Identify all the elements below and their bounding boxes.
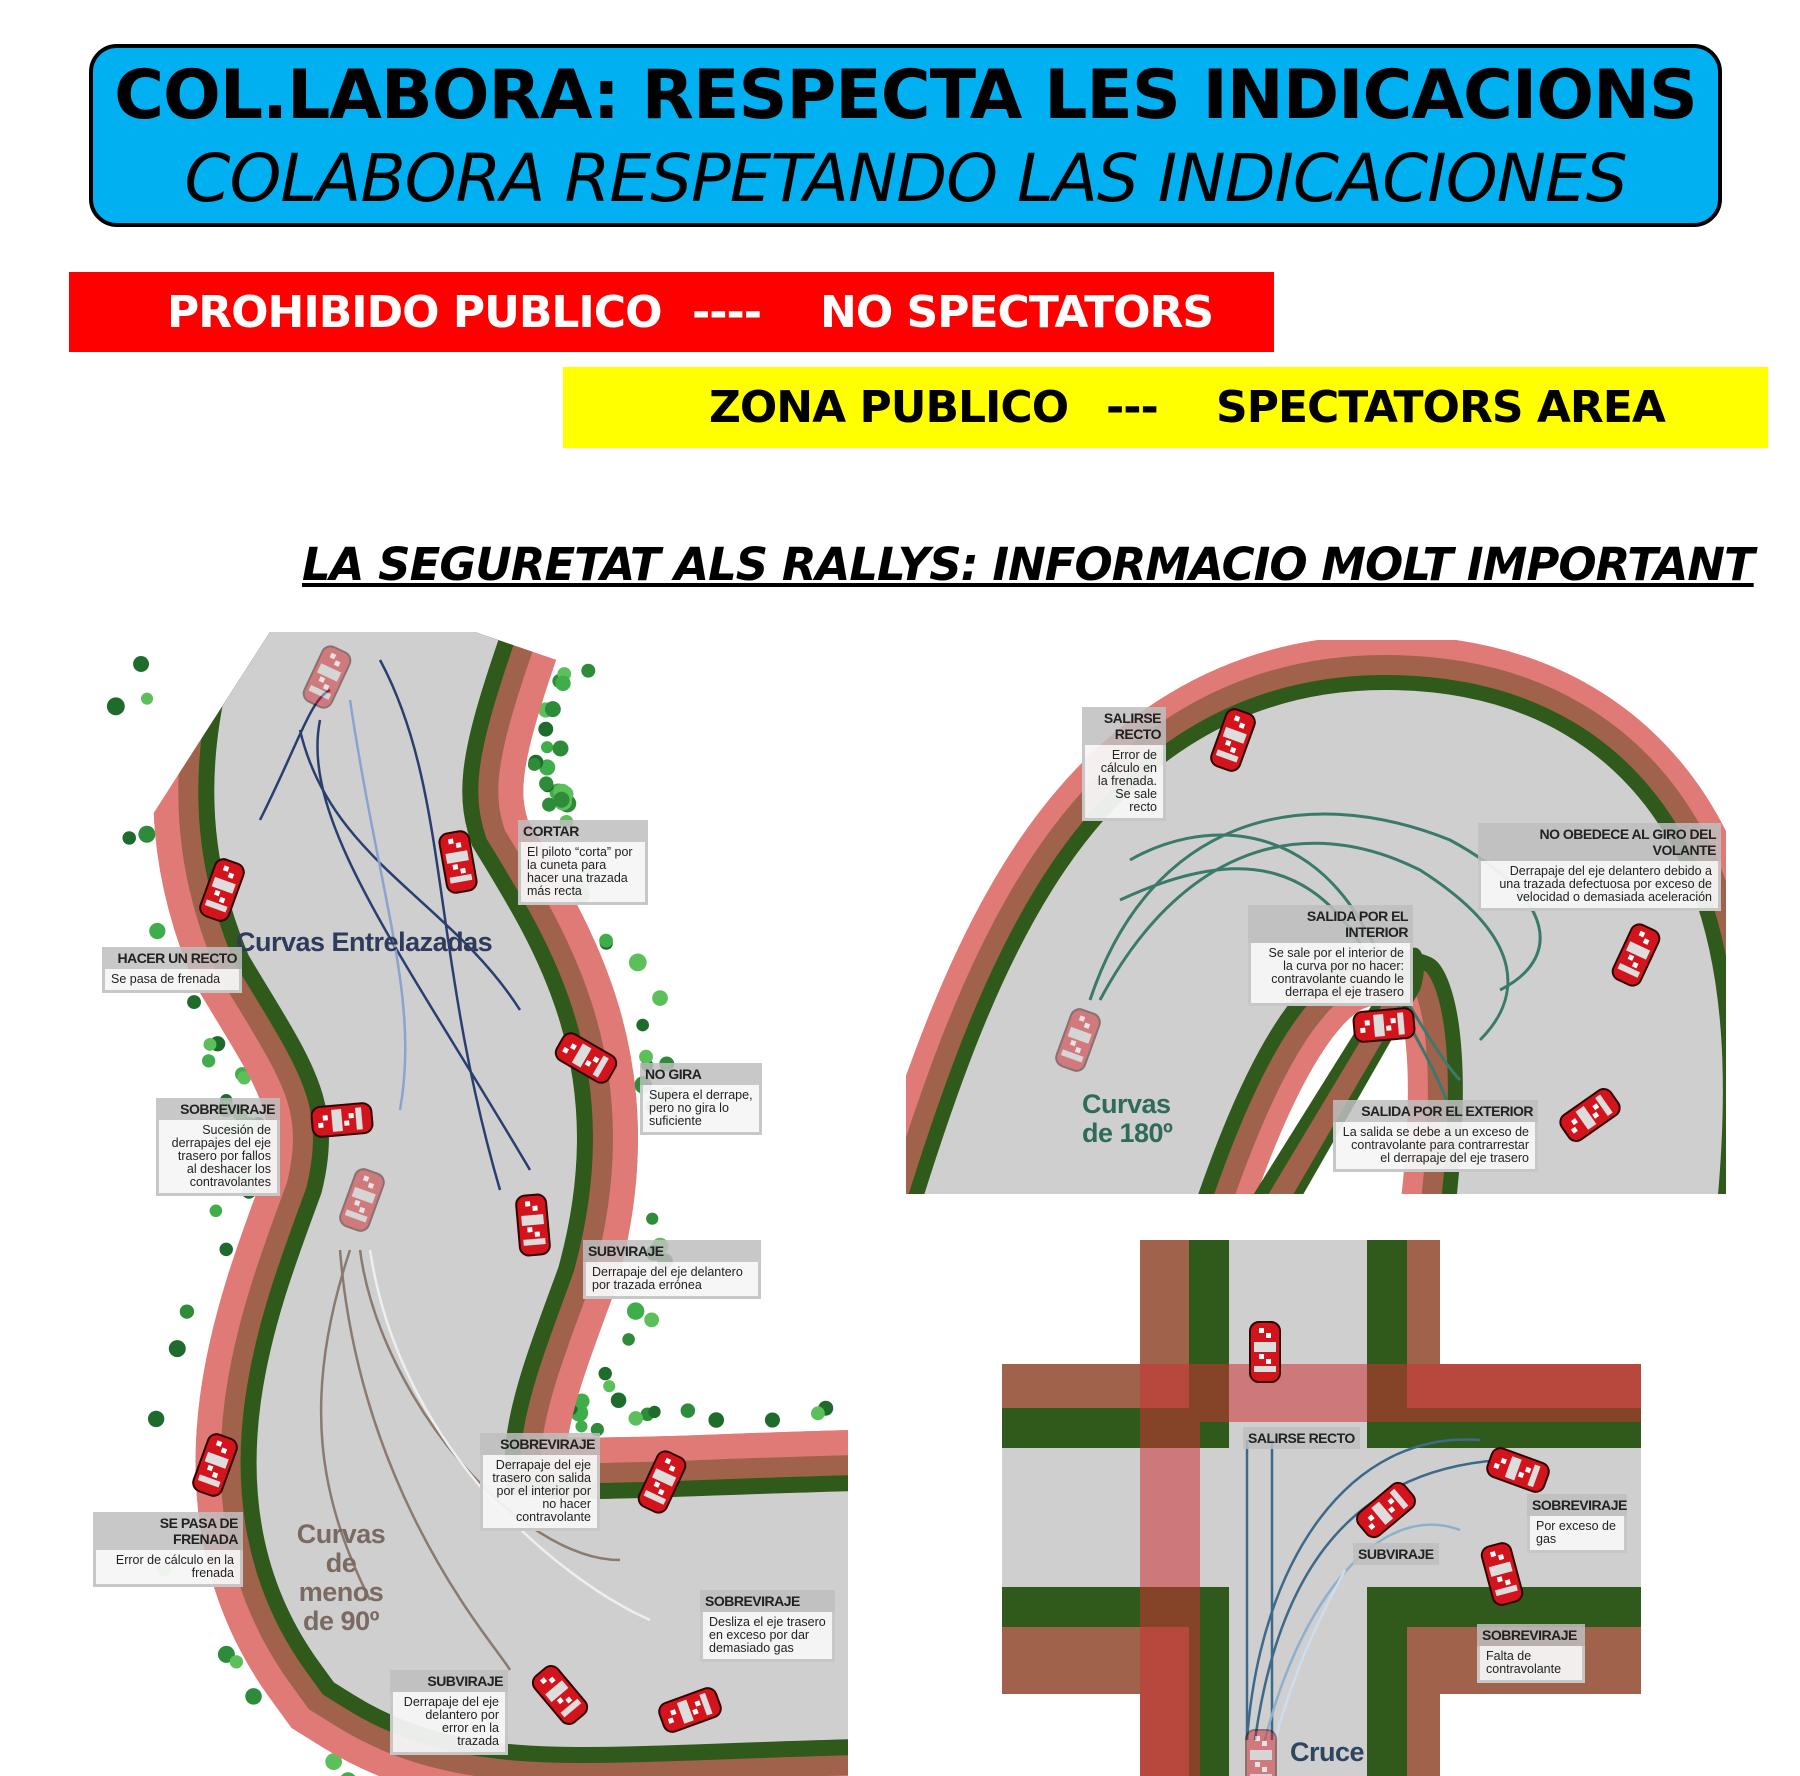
foliage-dot — [810, 1406, 825, 1421]
foliage-dot — [648, 1405, 661, 1419]
foliage-dot — [626, 1302, 645, 1320]
no-public-es: PROHIBIDO PUBLICO — [167, 286, 662, 338]
foliage-dot — [245, 1688, 262, 1705]
public-zone-sep: --- — [1106, 382, 1159, 433]
foliage-dot — [340, 1772, 356, 1776]
title-curvas-entrelazadas: Curvas Entrelazadas — [236, 927, 493, 957]
public-zone-en: SPECTATORS AREA — [1216, 382, 1666, 433]
foliage-dot — [229, 1655, 244, 1669]
foliage-dot — [581, 663, 596, 678]
foliage-dot — [764, 1412, 780, 1428]
foliage-dot — [106, 697, 125, 716]
foliage-dot — [599, 933, 613, 948]
foliage-dot — [325, 1753, 343, 1771]
foliage-dot — [639, 1049, 653, 1064]
foliage-dot — [553, 791, 570, 808]
tire-tracks — [258, 659, 651, 1671]
title-banner: COL.LABORA: RESPECTA LES INDICACIONS COL… — [89, 44, 1722, 227]
foliage-dot — [575, 1420, 588, 1433]
foliage-dot — [628, 1411, 644, 1426]
foliage-dot — [219, 1242, 233, 1257]
foliage-dot — [538, 721, 554, 737]
foliage-dot — [610, 1392, 627, 1409]
title-spanish: COLABORA RESPETANDO LAS INDICACIONES — [184, 140, 1627, 217]
safety-heading: LA SEGURETAT ALS RALLYS: INFORMACIO MOLT… — [302, 538, 1755, 591]
foliage-dot — [122, 831, 136, 845]
foliage-dot — [527, 758, 541, 771]
foliage-dot — [141, 692, 154, 705]
no-public-sep: ---- — [692, 286, 762, 338]
foliage-dot — [133, 656, 149, 672]
public-zone-es: ZONA PUBLICO — [709, 382, 1069, 433]
title-curvas-180: Curvas de 180º — [1082, 1089, 1173, 1148]
foliage-dot — [203, 1037, 217, 1051]
foliage-dot — [680, 1403, 696, 1418]
foliage-dot — [541, 741, 554, 754]
spectators-area-bar: ZONA PUBLICO --- SPECTATORS AREA — [563, 367, 1768, 448]
foliage-dot — [539, 776, 554, 791]
foliage-dot — [187, 995, 202, 1009]
foliage-dot — [168, 1340, 186, 1358]
foliage-dot — [138, 825, 156, 843]
label-subviraje-cruce: SUBVIRAJE — [1353, 1543, 1439, 1565]
label-salirse-recto-cruce: SALIRSE RECTO — [1243, 1427, 1360, 1449]
foliage-dot — [544, 701, 561, 718]
foliage-dot — [147, 1410, 165, 1428]
no-public-en: NO SPECTATORS — [820, 286, 1214, 338]
foliage-dot — [652, 990, 668, 1006]
foliage-dot — [644, 1312, 659, 1328]
foliage-dot — [542, 797, 557, 812]
foliage-dot — [636, 1018, 649, 1032]
foliage-dot — [574, 1393, 590, 1409]
foliage-dot — [598, 1366, 612, 1381]
foliage-dot — [202, 1054, 216, 1068]
diagram-cruce — [1002, 1240, 1641, 1776]
foliage-dot — [646, 1212, 659, 1225]
foliage-dot — [603, 1380, 616, 1393]
title-cruce: Cruce — [1290, 1737, 1365, 1767]
title-catalan: COL.LABORA: RESPECTA LES INDICACIONS — [114, 56, 1698, 135]
foliage-dot — [237, 1071, 251, 1085]
diagram-curvas-entrelazadas — [258, 632, 848, 1776]
foliage-dot — [628, 953, 647, 972]
title-curvas-menos-90: Curvas de menos de 90º — [296, 1519, 386, 1636]
foliage-dot — [149, 922, 166, 940]
foliage-dot — [539, 759, 556, 776]
foliage-dot — [209, 1204, 223, 1218]
foliage-dot — [179, 1304, 195, 1319]
no-spectators-bar: PROHIBIDO PUBLICO ---- NO SPECTATORS — [69, 272, 1274, 352]
tire-tracks — [1245, 1438, 1501, 1741]
foliage-dot — [552, 740, 569, 757]
foliage-dot — [622, 1333, 635, 1346]
foliage-dot — [555, 675, 571, 692]
foliage-dot — [708, 1412, 725, 1428]
foliage-dot — [590, 1422, 604, 1437]
